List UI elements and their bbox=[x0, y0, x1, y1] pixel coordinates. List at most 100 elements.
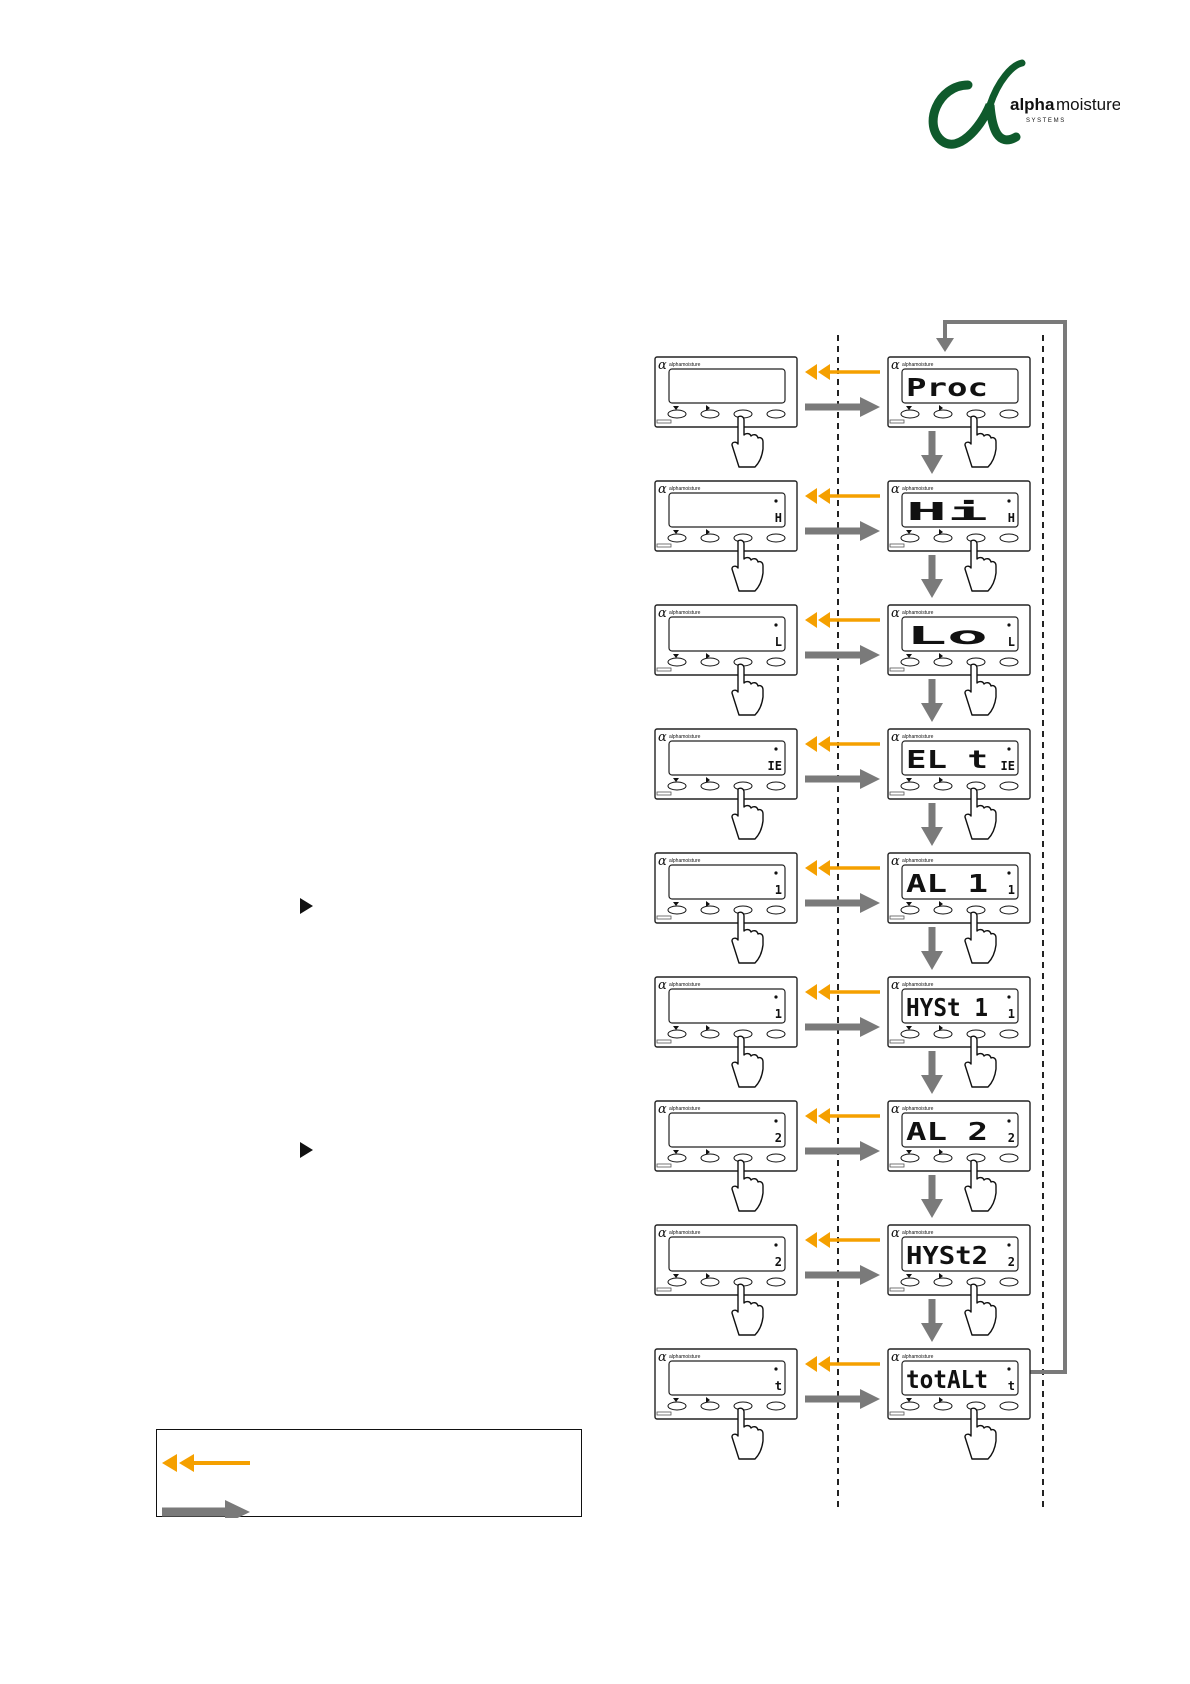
panel-key-4 bbox=[766, 1153, 786, 1163]
panel-label-strip bbox=[656, 543, 672, 548]
lcd-screen bbox=[901, 864, 1019, 900]
panel-key-1 bbox=[900, 1029, 920, 1039]
alpha-mini-logo-icon: α bbox=[658, 1226, 667, 1241]
lcd-corner-text: L bbox=[1008, 635, 1015, 649]
lcd-main-text: AL 2 bbox=[906, 1117, 988, 1146]
hand-pointer-icon bbox=[731, 1407, 764, 1460]
lcd-main-text: EL t bbox=[906, 745, 988, 774]
alpha-mini-logo-icon: α bbox=[658, 978, 667, 993]
lcd-screen bbox=[668, 988, 786, 1024]
panel-brand-text: alphamoisture bbox=[669, 486, 701, 492]
lcd-screen bbox=[901, 368, 1019, 404]
forward-arrow-icon bbox=[805, 893, 880, 913]
lcd-screen bbox=[901, 1112, 1019, 1148]
lcd-corner-text: t bbox=[1008, 1379, 1015, 1393]
alpha-mini-logo-icon: α bbox=[891, 606, 900, 621]
alpha-mini-logo-icon: α bbox=[658, 606, 667, 621]
lcd-indicator-dot-icon bbox=[774, 499, 778, 503]
lcd-screen bbox=[901, 1236, 1019, 1272]
right-key-marker-icon bbox=[706, 1397, 710, 1403]
down-key-marker-icon bbox=[906, 902, 912, 906]
panel-key-2 bbox=[700, 1029, 720, 1039]
panel-key-1 bbox=[667, 905, 687, 915]
loop-back-line bbox=[943, 320, 1067, 1374]
lcd-corner-text: 2 bbox=[1008, 1255, 1015, 1269]
panel-brand-text: alphamoisture bbox=[902, 858, 934, 864]
right-key-marker-icon bbox=[706, 529, 710, 535]
hand-pointer-icon bbox=[731, 787, 764, 840]
lcd-corner-text: 2 bbox=[775, 1131, 782, 1145]
down-key-marker-icon bbox=[673, 530, 679, 534]
alpha-mini-logo-icon: α bbox=[891, 1226, 900, 1241]
lcd-screen bbox=[668, 368, 786, 404]
panel-key-4 bbox=[999, 1277, 1019, 1287]
lcd-indicator-dot-icon bbox=[1007, 747, 1011, 751]
panel-key-4 bbox=[999, 905, 1019, 915]
alpha-mini-logo-icon: α bbox=[891, 730, 900, 745]
panel-key-2 bbox=[933, 657, 953, 667]
legend-symbols bbox=[162, 1454, 250, 1524]
alpha-mini-logo-icon: α bbox=[891, 1102, 900, 1117]
panel-key-1 bbox=[900, 1153, 920, 1163]
hand-pointer-icon bbox=[731, 911, 764, 964]
logo-sub: S Y S T E M S bbox=[1026, 118, 1064, 124]
right-key-marker-icon bbox=[706, 777, 710, 783]
lcd-corner-text: t bbox=[775, 1379, 782, 1393]
lcd-indicator-dot-icon bbox=[774, 1119, 778, 1123]
panel-brand-text: alphamoisture bbox=[902, 982, 934, 988]
lcd-screen bbox=[668, 1112, 786, 1148]
down-arrow-icon bbox=[921, 555, 943, 598]
down-key-marker-icon bbox=[673, 1274, 679, 1278]
panel-brand-text: alphamoisture bbox=[902, 486, 934, 492]
panel-key-1 bbox=[667, 1401, 687, 1411]
panel-key-1 bbox=[667, 1277, 687, 1287]
panel-key-2 bbox=[933, 1029, 953, 1039]
panel-key-1 bbox=[900, 905, 920, 915]
panel-brand-text: alphamoisture bbox=[669, 1354, 701, 1360]
panel-brand-text: alphamoisture bbox=[669, 1230, 701, 1236]
panel-brand-text: alphamoisture bbox=[669, 610, 701, 616]
lcd-main-text: AL 1 bbox=[906, 869, 988, 898]
back-double-arrow-icon bbox=[805, 488, 880, 504]
panel-key-1 bbox=[667, 409, 687, 419]
panel-label-strip bbox=[656, 667, 672, 672]
alpha-mini-logo-icon: α bbox=[658, 1350, 667, 1365]
forward-arrow-icon bbox=[805, 1265, 880, 1285]
alpha-logo-icon: alpha moisture S Y S T E M S bbox=[928, 59, 1121, 149]
panel-label-strip bbox=[889, 419, 905, 424]
panel-key-4 bbox=[766, 1029, 786, 1039]
panel-key-2 bbox=[933, 781, 953, 791]
hand-pointer-icon bbox=[964, 1407, 997, 1460]
alpha-mini-logo-icon: α bbox=[891, 854, 900, 869]
hand-pointer-icon bbox=[731, 1035, 764, 1088]
panel-label-strip bbox=[656, 1163, 672, 1168]
panel-label-strip bbox=[889, 1411, 905, 1416]
lcd-indicator-dot-icon bbox=[774, 747, 778, 751]
legend-back-arrow-icon bbox=[162, 1454, 250, 1472]
lcd-corner-text: 2 bbox=[1008, 1131, 1015, 1145]
legend-box bbox=[156, 1429, 582, 1524]
panel-brand-text: alphamoisture bbox=[669, 982, 701, 988]
right-key-marker-icon bbox=[939, 901, 943, 907]
panel-brand-text: alphamoisture bbox=[902, 1354, 934, 1360]
hand-pointer-icon bbox=[964, 415, 997, 468]
alpha-mini-logo-icon: α bbox=[658, 1102, 667, 1117]
panel-key-2 bbox=[933, 1153, 953, 1163]
legend-forward-arrow-icon bbox=[162, 1500, 250, 1524]
right-key-marker-icon bbox=[706, 653, 710, 659]
